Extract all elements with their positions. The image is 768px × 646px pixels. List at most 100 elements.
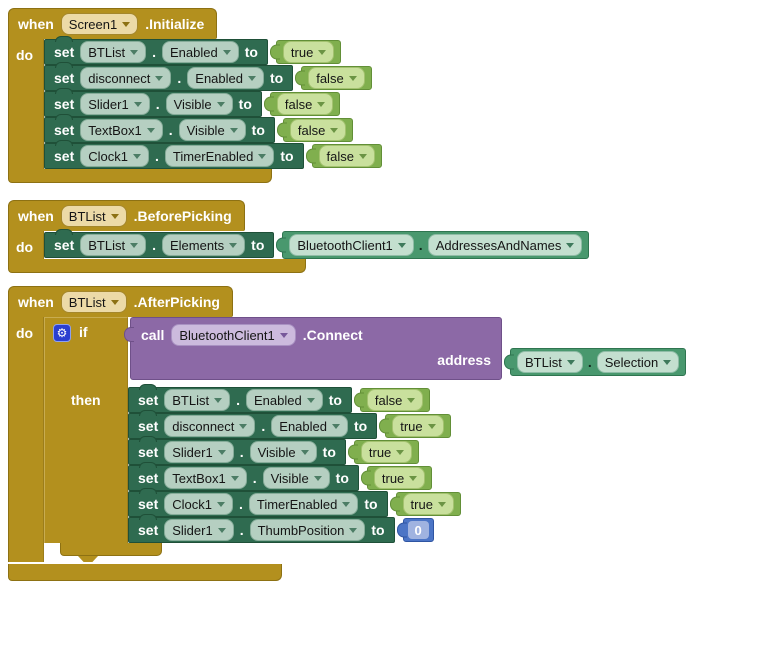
property-dropdown[interactable]: ThumbPosition — [249, 519, 366, 541]
dot-separator: . — [252, 470, 257, 486]
dropdown-arrow-icon — [437, 502, 446, 507]
boolean-block[interactable]: true — [275, 40, 342, 64]
dropdown-arrow-icon — [217, 528, 226, 533]
dot-separator: . — [152, 237, 156, 253]
component-dropdown[interactable]: TextBox1 — [164, 467, 247, 489]
boolean-block[interactable]: false — [311, 144, 383, 168]
set-block[interactable]: set BTList . Enabled to — [128, 384, 352, 413]
when-keyword: when — [18, 16, 54, 32]
boolean-block[interactable]: false — [359, 388, 431, 412]
event-header[interactable]: when Screen1 .Initialize — [8, 8, 218, 39]
component-dropdown[interactable]: Slider1 — [164, 441, 234, 463]
component-dropdown[interactable]: BTList — [517, 351, 583, 373]
boolean-dropdown[interactable]: true — [373, 467, 426, 489]
event-block-footer — [8, 564, 282, 581]
dropdown-arrow-icon — [332, 424, 340, 429]
call-method-block[interactable]: call BluetoothClient1 .Connect address — [124, 317, 502, 380]
component-dropdown[interactable]: BTList — [60, 291, 127, 313]
component-dropdown[interactable]: Clock1 — [164, 493, 233, 515]
event-block-btlist-beforepicking[interactable]: when BTList .BeforePicking do set BTList… — [8, 200, 768, 273]
if-block[interactable]: ⚙ if call BluetoothClient1 .Connect — [44, 317, 687, 562]
set-block[interactable]: set Slider1 . Visible to — [128, 436, 346, 465]
set-block[interactable]: set Slider1 . Visible to — [44, 88, 262, 117]
set-block[interactable]: set TextBox1 . Visible to — [44, 114, 275, 143]
property-dropdown[interactable]: TimerEnabled — [164, 145, 275, 167]
property-dropdown[interactable]: Visible — [178, 119, 246, 141]
boolean-block[interactable]: true — [395, 492, 461, 516]
dropdown-arrow-icon — [222, 50, 231, 55]
component-dropdown[interactable]: Screen1 — [60, 13, 139, 35]
boolean-block[interactable]: false — [301, 66, 372, 90]
property-dropdown[interactable]: Elements — [161, 234, 246, 256]
dropdown-arrow-icon — [313, 476, 322, 481]
dropdown-arrow-icon — [566, 360, 575, 365]
component-dropdown[interactable]: BTList — [80, 41, 147, 63]
component-dropdown[interactable]: disconnect — [80, 67, 172, 89]
dropdown-arrow-icon — [146, 128, 155, 133]
set-block[interactable]: set disconnect . Enabled to — [128, 410, 378, 439]
number-block[interactable]: 0 — [402, 518, 434, 542]
boolean-dropdown[interactable]: true — [282, 41, 335, 63]
set-keyword: set — [138, 392, 159, 408]
boolean-block[interactable]: false — [282, 118, 354, 142]
dot-separator: . — [238, 496, 243, 512]
mutator-gear-icon[interactable]: ⚙ — [53, 324, 71, 342]
getter-block[interactable]: BTList . Selection — [510, 348, 687, 376]
set-block[interactable]: set Slider1 . ThumbPosition to — [128, 514, 395, 543]
set-block[interactable]: set Clock1 . TimerEnabled to — [44, 140, 304, 169]
set-block[interactable]: set BTList . Elements to — [44, 229, 275, 258]
component-dropdown[interactable]: disconnect — [164, 415, 256, 437]
component-dropdown[interactable]: BTList — [80, 234, 147, 256]
component-dropdown[interactable]: Clock1 — [80, 145, 149, 167]
to-keyword: to — [270, 70, 284, 86]
property-dropdown[interactable]: Visible — [165, 93, 233, 115]
event-block-btlist-afterpicking[interactable]: when BTList .AfterPicking do ⚙ if — [8, 286, 768, 581]
to-keyword: to — [238, 96, 252, 112]
property-dropdown[interactable]: Enabled — [245, 389, 323, 411]
dropdown-arrow-icon — [279, 333, 288, 338]
number-value-field[interactable]: 0 — [407, 521, 429, 539]
boolean-block[interactable]: true — [366, 466, 433, 490]
boolean-dropdown[interactable]: false — [318, 145, 376, 167]
dropdown-arrow-icon — [427, 424, 436, 429]
event-header[interactable]: when BTList .BeforePicking — [8, 200, 245, 231]
set-block[interactable]: set disconnect . Enabled to — [44, 62, 294, 91]
do-section: do — [8, 317, 44, 562]
set-block[interactable]: set Clock1 . TimerEnabled to — [128, 488, 388, 517]
boolean-dropdown[interactable]: false — [308, 67, 365, 89]
property-dropdown[interactable]: AddressesAndNames — [427, 234, 583, 256]
boolean-block[interactable]: true — [353, 440, 420, 464]
property-dropdown[interactable]: Enabled — [271, 415, 348, 437]
component-dropdown[interactable]: BTList — [164, 389, 231, 411]
set-block[interactable]: set BTList . Enabled to — [44, 36, 268, 65]
property-dropdown[interactable]: TimerEnabled — [248, 493, 359, 515]
boolean-dropdown[interactable]: true — [402, 493, 454, 515]
if-header: ⚙ if — [44, 317, 128, 387]
boolean-block[interactable]: true — [385, 414, 451, 438]
boolean-dropdown[interactable]: false — [276, 93, 334, 115]
component-dropdown[interactable]: BTList — [60, 205, 127, 227]
boolean-dropdown[interactable]: false — [366, 389, 424, 411]
property-dropdown[interactable]: Enabled — [161, 41, 239, 63]
property-dropdown[interactable]: Visible — [262, 467, 330, 489]
component-dropdown[interactable]: BluetoothClient1 — [289, 234, 414, 256]
event-name-label: .BeforePicking — [133, 208, 232, 224]
boolean-block[interactable]: false — [269, 92, 341, 116]
component-dropdown[interactable]: BluetoothClient1 — [171, 324, 296, 346]
property-dropdown[interactable]: Enabled — [187, 67, 264, 89]
property-dropdown[interactable]: Visible — [249, 441, 317, 463]
getter-block[interactable]: BluetoothClient1 . AddressesAndNames — [282, 231, 590, 259]
property-dropdown[interactable]: Selection — [596, 351, 680, 373]
boolean-dropdown[interactable]: true — [392, 415, 444, 437]
set-statement-row: set disconnect . Enabled to false — [44, 62, 372, 91]
set-block[interactable]: set TextBox1 . Visible to — [128, 462, 359, 491]
event-header[interactable]: when BTList .AfterPicking — [8, 286, 233, 317]
component-dropdown[interactable]: Slider1 — [164, 519, 234, 541]
dot-separator: . — [239, 522, 244, 538]
component-dropdown[interactable]: TextBox1 — [80, 119, 163, 141]
boolean-dropdown[interactable]: false — [289, 119, 347, 141]
event-block-screen-initialize[interactable]: when Screen1 .Initialize do set BTList .… — [8, 8, 768, 183]
boolean-dropdown[interactable]: true — [360, 441, 413, 463]
dropdown-arrow-icon — [409, 476, 418, 481]
component-dropdown[interactable]: Slider1 — [80, 93, 150, 115]
